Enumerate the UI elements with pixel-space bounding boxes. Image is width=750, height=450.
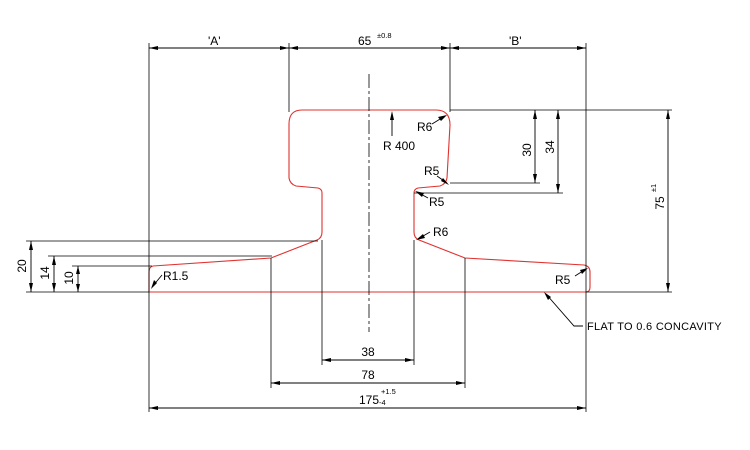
- arrow: [577, 46, 586, 50]
- label-dim-30: 30: [520, 143, 534, 157]
- arrow: [289, 46, 298, 50]
- arrow: [533, 110, 537, 119]
- arrow: [280, 46, 289, 50]
- arrow: [666, 283, 670, 292]
- label-base-width: 175: [359, 393, 379, 407]
- arrow: [544, 292, 551, 300]
- label-dim-34: 34: [543, 140, 557, 154]
- arrow: [438, 115, 447, 121]
- label-base-tolerance-minus: -4: [379, 398, 386, 407]
- arrow: [450, 46, 459, 50]
- arrow: [76, 284, 80, 292]
- label-r5-lower: R5: [429, 195, 445, 209]
- label-overall-height: 75: [653, 196, 667, 210]
- label-a: 'A': [208, 34, 221, 48]
- label-r5-toe: R5: [555, 273, 571, 287]
- arrow: [271, 381, 280, 385]
- arrow: [405, 358, 414, 362]
- arrow: [456, 381, 465, 385]
- label-r6-top: R6: [417, 120, 433, 134]
- arrow: [29, 283, 33, 292]
- arrow: [390, 111, 394, 120]
- label-head-width-tolerance: ±0.8: [377, 31, 392, 40]
- arrow: [666, 110, 670, 119]
- label-dim-10: 10: [62, 271, 76, 285]
- arrow: [149, 46, 158, 50]
- arrow: [580, 268, 588, 274]
- label-head-width: 65: [358, 34, 372, 48]
- label-flat-concavity: FLAT TO 0.6 CONCAVITY: [587, 321, 722, 333]
- arrow: [415, 191, 424, 197]
- arrow: [441, 46, 450, 50]
- arrow: [151, 280, 157, 289]
- label-r5-upper: R5: [424, 164, 440, 178]
- rail-profile-outline: [148, 109, 591, 293]
- arrow: [441, 178, 449, 185]
- arrow: [149, 406, 158, 410]
- label-dim-14: 14: [38, 266, 52, 280]
- leader-flat-concavity: [545, 293, 583, 327]
- arrow: [416, 234, 425, 240]
- arrow: [556, 184, 560, 193]
- arrow: [322, 358, 331, 362]
- label-r6-web: R6: [433, 225, 449, 239]
- arrow: [577, 406, 586, 410]
- label-dim-20: 20: [15, 259, 29, 273]
- label-b: 'B': [509, 34, 522, 48]
- label-overall-height-tolerance: ±1: [649, 184, 658, 192]
- arrow: [52, 283, 56, 292]
- arrow: [29, 241, 33, 250]
- label-r400: R 400: [383, 139, 415, 153]
- arrow: [52, 256, 56, 265]
- label-r1-5: R1.5: [163, 269, 189, 283]
- label-base-tolerance-plus: +1.5: [381, 387, 396, 396]
- arrow: [76, 266, 80, 274]
- arrow: [533, 174, 537, 183]
- arrow: [556, 110, 560, 119]
- label-web-width: 38: [361, 345, 375, 359]
- label-dim-78: 78: [361, 368, 375, 382]
